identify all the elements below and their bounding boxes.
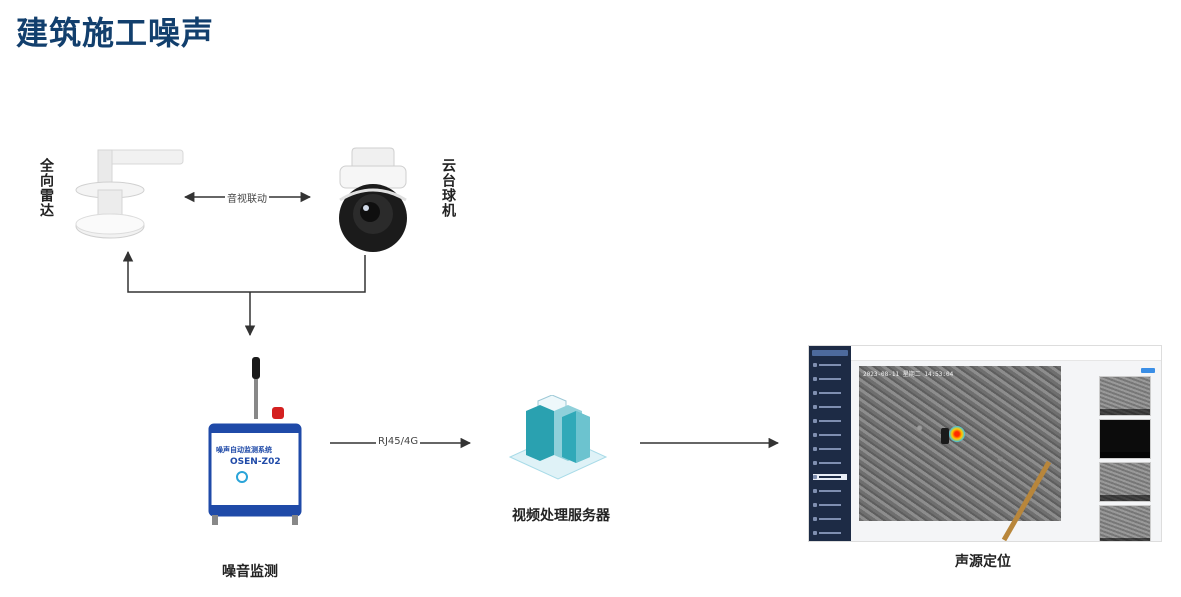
- monitor-label: 噪音监测: [222, 564, 278, 580]
- sidebar-item: [813, 376, 847, 382]
- sidebar-item: [813, 390, 847, 396]
- thumbnail: [1099, 462, 1151, 502]
- sound-localization-screenshot: 2023-08-11 星期二 14:53:04: [808, 345, 1162, 542]
- device-model: OSEN-Z02: [230, 457, 281, 467]
- radar-icon: [75, 149, 184, 239]
- sidebar-item: [813, 488, 847, 494]
- sidebar-item-active: [813, 474, 847, 480]
- sidebar-item: [813, 446, 847, 452]
- app-action-button: [1141, 368, 1155, 373]
- thumbnail: [1099, 376, 1151, 416]
- camera-radar-bus: [122, 250, 366, 293]
- radar-label: 全向雷达: [38, 158, 54, 218]
- thumbnail: [1099, 505, 1151, 541]
- noise-monitor: 噪声自动监测系统 OSEN-Z02: [200, 355, 310, 535]
- video-view: 2023-08-11 星期二 14:53:04: [859, 366, 1061, 541]
- camera-label: 云台球机: [440, 158, 456, 218]
- app-topbar: [851, 346, 1161, 361]
- edge-label-rj45: RJ45/4G: [376, 436, 421, 447]
- sidebar-item: [813, 460, 847, 466]
- sidebar-item: [813, 516, 847, 522]
- page-title: 建筑施工噪声: [16, 14, 215, 52]
- app-sidebar: [809, 346, 851, 541]
- ptz-camera-icon: [339, 147, 407, 252]
- edge-label-linkage: 音视联动: [225, 190, 269, 205]
- server-icon: [508, 395, 608, 480]
- sidebar-item: [813, 432, 847, 438]
- sidebar-item: [813, 502, 847, 508]
- thumbnail: [1099, 419, 1151, 459]
- localization-label: 声源定位: [955, 554, 1011, 570]
- server-label: 视频处理服务器: [512, 508, 610, 524]
- sidebar-item: [813, 404, 847, 410]
- app-logo: [812, 350, 848, 356]
- noise-monitor-icon: [208, 357, 302, 525]
- thumbnail-list: [1099, 376, 1151, 541]
- microphone-array-icon: [941, 428, 949, 444]
- sidebar-item: [813, 362, 847, 368]
- device-name: 噪声自动监测系统: [216, 446, 272, 454]
- sidebar-item: [813, 418, 847, 424]
- video-timestamp: 2023-08-11 星期二 14:53:04: [863, 371, 954, 378]
- sound-heatmap-marker: [949, 426, 965, 442]
- rail-line: [1001, 460, 1052, 541]
- sidebar-item: [813, 530, 847, 536]
